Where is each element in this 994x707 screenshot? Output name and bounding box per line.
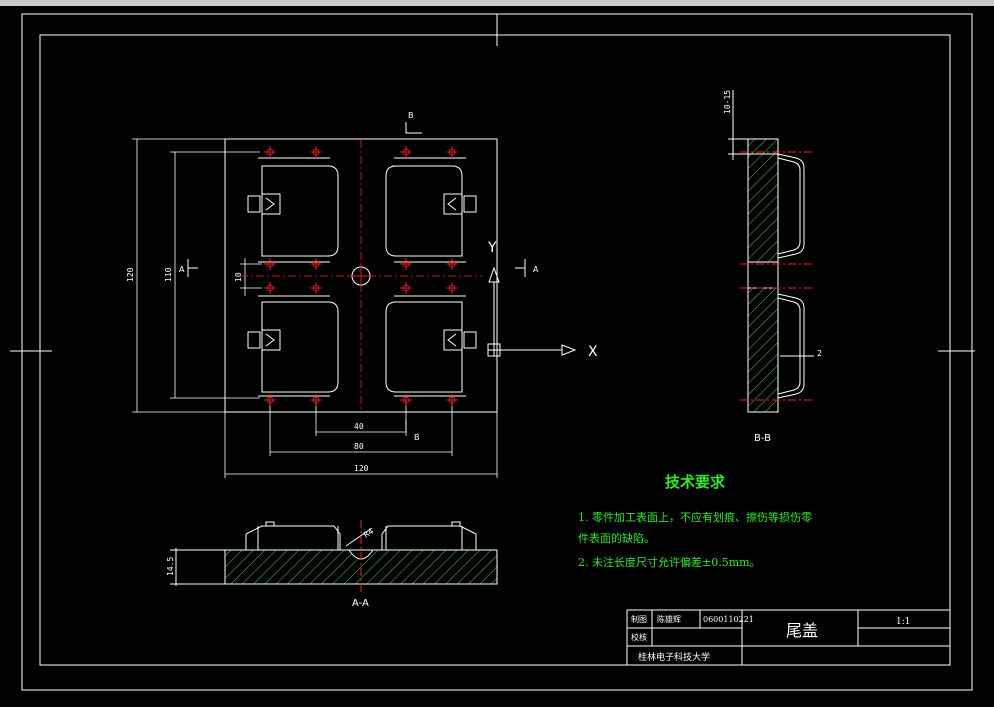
section-marker-b-bottom: B: [414, 433, 420, 442]
top-view: 120 110 10 40 80 120: [126, 111, 539, 478]
pocket-bottom-right: [385, 295, 477, 397]
dim-overall-width: 120: [354, 464, 369, 473]
title-block: 制图 陈雄辉 0600110221 尾盖 1:1 校核 桂林电子科技大学: [626, 609, 951, 666]
toolbar-strip: [0, 0, 994, 6]
dim-side-offset: 10-15: [723, 90, 732, 114]
axis-x-label: X: [588, 344, 598, 360]
tb-name-draw: 陈雄辉: [657, 614, 681, 624]
dim-wall: 2: [817, 349, 822, 358]
tech-title: 技术要求: [665, 473, 726, 491]
dim-inner-height: 110: [164, 267, 173, 282]
section-bb-view: 10-15 2 B-B: [723, 90, 822, 444]
dim-pitch-40: 40: [354, 422, 364, 431]
inner-frame: [39, 34, 951, 666]
section-aa-view: 14.5 R4 A-A: [166, 520, 498, 609]
section-label-bb: B-B: [754, 433, 771, 444]
tb-role-check: 校核: [631, 632, 647, 642]
section-label-aa: A-A: [352, 598, 369, 609]
tb-role-draw: 制图: [631, 614, 647, 624]
tb-number: 0600110221: [703, 615, 754, 624]
dim-gap: 10: [234, 272, 243, 282]
section-marker-a-right: A: [533, 265, 539, 274]
section-marker-b-top: B: [408, 111, 414, 120]
tb-scale: 1:1: [896, 617, 910, 627]
dim-thickness: 14.5: [166, 557, 175, 576]
pocket-bottom-left: [247, 295, 339, 397]
tech-requirements: 技术要求 1. 零件加工表面上，不应有划痕、擦伤等损伤零 件表面的缺陷。 2. …: [578, 473, 812, 569]
tech-line-2: 件表面的缺陷。: [578, 531, 655, 545]
frame-tick-marks: [10, 14, 975, 352]
tb-school: 桂林电子科技大学: [638, 651, 710, 663]
dim-overall-height: 120: [126, 267, 135, 282]
tech-line-3: 2. 未注长度尺寸允许偏差±0.5mm。: [578, 555, 761, 569]
pocket-top-left: [247, 157, 339, 263]
tb-part-name: 尾盖: [786, 621, 818, 640]
dim-pitch-80: 80: [354, 442, 364, 451]
pocket-top-right: [385, 157, 477, 263]
dim-radius: R4: [362, 527, 375, 540]
section-marker-a-left: A: [179, 265, 185, 274]
ucs-icon: [487, 266, 577, 357]
axis-y-label: Y: [487, 240, 497, 256]
tech-line-1: 1. 零件加工表面上，不应有划痕、擦伤等损伤零: [578, 510, 812, 524]
drawing-canvas[interactable]: 120 110 10 40 80 120: [0, 6, 994, 707]
center-marks: [240, 140, 482, 411]
